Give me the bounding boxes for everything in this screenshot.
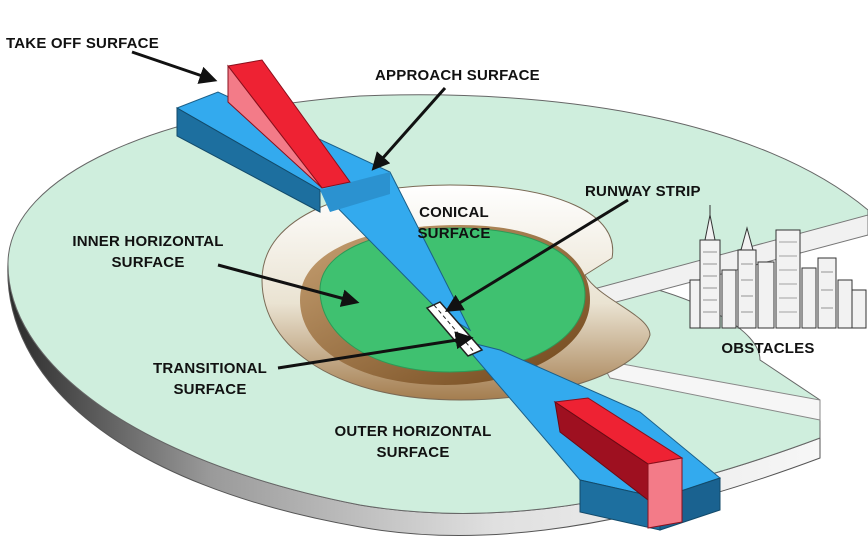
obstacles-skyline-windows	[703, 241, 833, 313]
arrow-runway-strip	[444, 198, 629, 312]
arrow-transitional	[277, 331, 474, 370]
obstacles-skyline	[689, 205, 867, 329]
label-outer-horizontal-line1: OUTER HORIZONTAL	[334, 423, 491, 440]
takeoff-surface-upper-front	[227, 64, 323, 189]
label-transitional-line1: TRANSITIONAL	[153, 360, 267, 377]
approach-surface-upper-band	[320, 172, 390, 212]
label-transitional-line2: SURFACE	[173, 381, 246, 398]
approach-surface-upper-side	[176, 107, 321, 213]
arrow-approach	[371, 87, 447, 171]
label-runway-strip: RUNWAY STRIP	[585, 183, 701, 200]
label-conical-surface-line2: SURFACE	[417, 225, 490, 242]
label-approach-surface: APPROACH SURFACE	[375, 67, 540, 84]
label-conical-surface-line1: CONICAL	[419, 204, 489, 221]
callout-arrows	[131, 50, 629, 370]
arrow-inner-horizontal	[217, 263, 360, 307]
arrow-take-off	[131, 50, 218, 84]
label-take-off-surface: TAKE OFF SURFACE	[6, 35, 159, 52]
label-outer-horizontal-line2: SURFACE	[376, 444, 449, 461]
label-obstacles: OBSTACLES	[721, 340, 814, 357]
label-inner-horizontal-line2: SURFACE	[111, 254, 184, 271]
takeoff-surface-lower-front	[647, 457, 683, 529]
label-inner-horizontal-line1: INNER HORIZONTAL	[72, 233, 223, 250]
